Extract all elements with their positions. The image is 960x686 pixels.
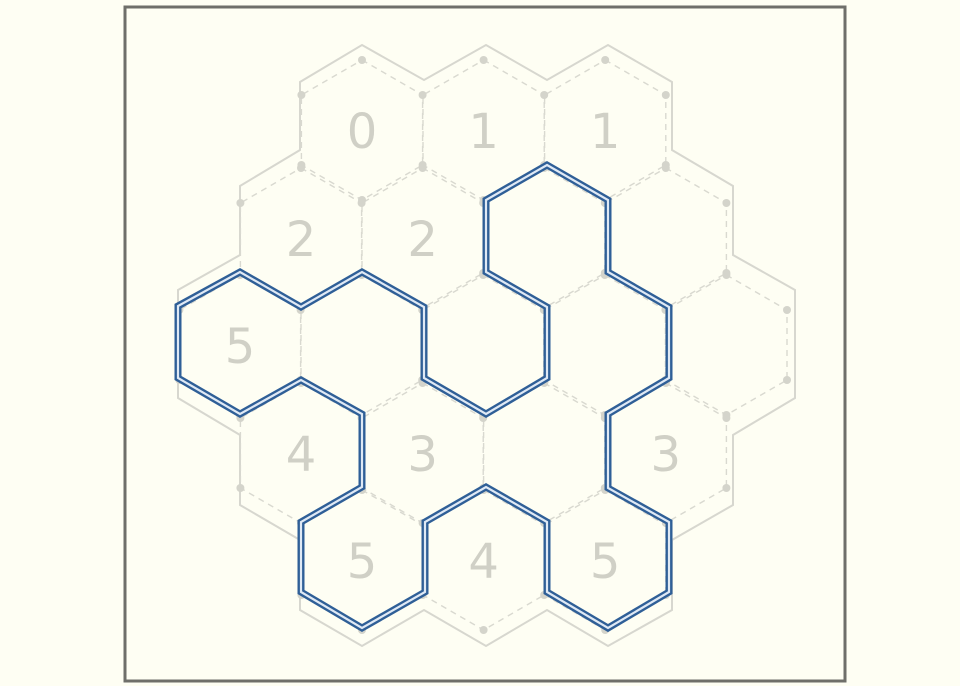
vertex-dot	[479, 56, 488, 64]
vertex-dot	[722, 199, 731, 207]
cell-clue: 0	[347, 104, 378, 160]
cell-clue: 4	[286, 427, 317, 483]
cell-clue: 5	[590, 534, 621, 590]
vertex-dot	[661, 91, 670, 99]
vertex-dot	[722, 414, 731, 422]
cell-clue: 2	[407, 212, 438, 268]
vertex-dot	[236, 484, 245, 492]
loop-highlight	[176, 163, 671, 630]
vertex-dot	[722, 484, 731, 492]
vertex-dot	[297, 164, 305, 172]
vertex-dot	[601, 56, 610, 64]
vertex-dot	[722, 271, 731, 279]
vertex-dot	[540, 91, 549, 99]
cell-clue: 2	[286, 212, 317, 268]
vertex-dot	[418, 164, 427, 172]
cell-clue: 4	[468, 534, 499, 590]
solution-loop	[174, 160, 673, 633]
vertex-dot	[418, 91, 427, 99]
vertex-dot	[358, 56, 366, 64]
cell-clue: 5	[347, 534, 378, 590]
board-frame	[123, 5, 847, 683]
cell-clue: 1	[590, 104, 621, 160]
vertex-dot	[357, 199, 366, 207]
vertex-dot	[479, 626, 488, 634]
vertex-dot	[297, 91, 306, 99]
cell-clue: 5	[225, 319, 256, 375]
vertex-dot	[661, 164, 670, 172]
cell-clue: 3	[651, 427, 682, 483]
hex-cell[interactable]	[665, 274, 788, 416]
vertex-dot	[236, 199, 245, 207]
cell-clue: 3	[407, 427, 438, 483]
board-outline	[177, 43, 796, 648]
vertex-dot	[783, 306, 791, 314]
vertex-dot	[783, 376, 791, 384]
cell-clue: 1	[468, 104, 499, 160]
